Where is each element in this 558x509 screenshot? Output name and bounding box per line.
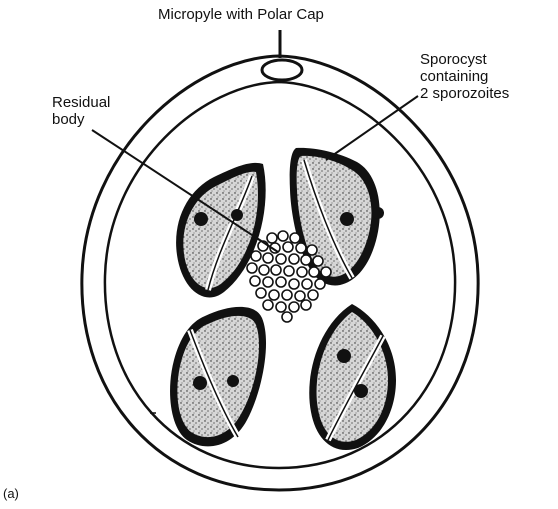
polar-cap — [262, 60, 302, 80]
residual-body-label-line-2: body — [52, 111, 85, 128]
micropyle-label: Micropyle with Polar Cap — [158, 6, 324, 23]
figure-tag: (a) — [3, 485, 19, 502]
sporocyst-label-line-3: 2 sporozoites — [420, 85, 509, 102]
sporocyst-label-line-1: Sporocyst — [420, 51, 487, 68]
residual-body-label-line-1: Residual — [52, 94, 110, 111]
sporocyst-label-line-2: containing — [420, 68, 488, 85]
